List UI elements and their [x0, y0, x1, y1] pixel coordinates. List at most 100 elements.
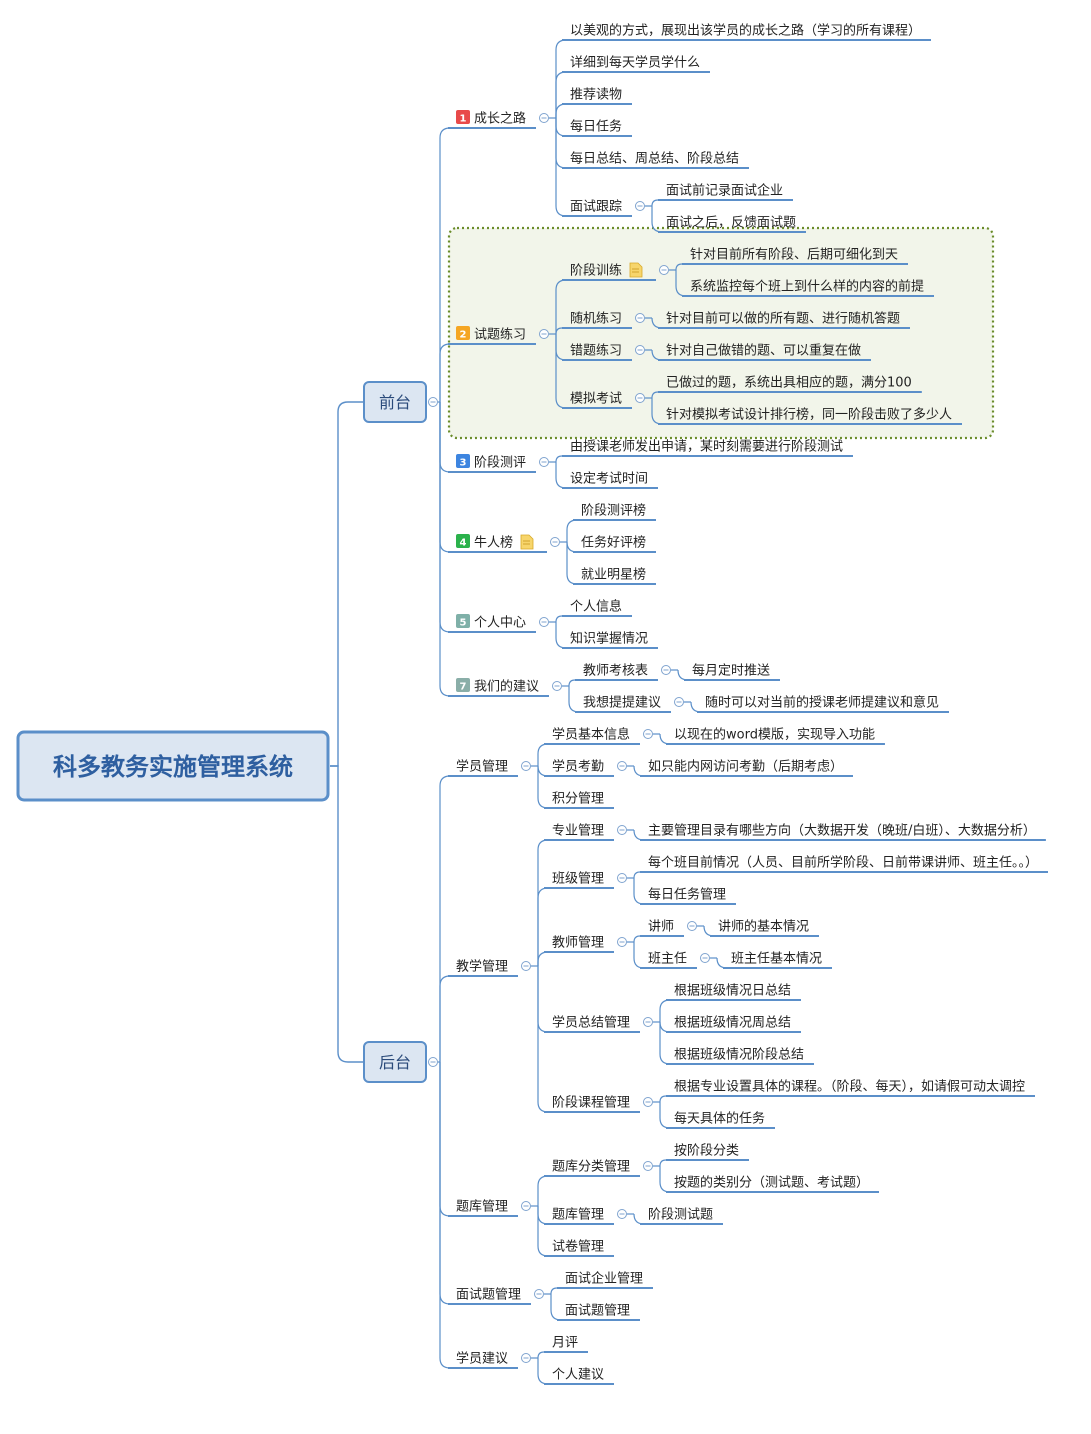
topic-讲师的基本情况[interactable]: 讲师的基本情况	[710, 919, 820, 937]
topic-由授课老师发出申请，某时刻需要进行阶段测试[interactable]: 由授课老师发出申请，某时刻需要进行阶段测试	[562, 439, 854, 457]
topic-针对目前可以做的所有题、进行随机答题[interactable]: 针对目前可以做的所有题、进行随机答题	[658, 311, 911, 329]
topic-题库管理[interactable]: 题库管理	[544, 1207, 615, 1225]
topic-系统监控每个班上到什么样的内容的前提[interactable]: 系统监控每个班上到什么样的内容的前提	[682, 279, 935, 297]
node-collapse-icon[interactable]	[521, 761, 532, 771]
node-collapse-icon[interactable]	[661, 665, 672, 675]
topic-设定考试时间[interactable]: 设定考试时间	[562, 472, 659, 489]
node-collapse-icon[interactable]	[617, 873, 628, 883]
topic-教师考核表[interactable]: 教师考核表	[575, 663, 659, 681]
node-collapse-icon[interactable]	[539, 329, 550, 339]
topic-随机练习[interactable]: 随机练习	[562, 312, 633, 329]
node-collapse-icon[interactable]	[635, 393, 646, 403]
node-collapse-icon[interactable]	[643, 729, 654, 739]
branch-collapse-icon[interactable]	[428, 397, 438, 407]
topic-专业管理[interactable]: 专业管理	[544, 824, 615, 841]
topic-每日总结、周总结、阶段总结[interactable]: 每日总结、周总结、阶段总结	[562, 151, 750, 169]
topic-学员基本信息[interactable]: 学员基本信息	[544, 727, 641, 745]
topic-如只能内网访问考勤（后期考虑）[interactable]: 如只能内网访问考勤（后期考虑）	[640, 759, 854, 777]
node-collapse-icon[interactable]	[643, 1017, 654, 1027]
node-collapse-icon[interactable]	[521, 961, 532, 971]
topic-根据专业设置具体的课程。（阶段、每天），如请假可动太调控[interactable]: 根据专业设置具体的课程。（阶段、每天），如请假可动太调控	[666, 1079, 1036, 1097]
topic-题库分类管理[interactable]: 题库分类管理	[544, 1159, 641, 1177]
node-collapse-icon[interactable]	[643, 1161, 654, 1171]
topic-针对目前所有阶段、后期可细化到天[interactable]: 针对目前所有阶段、后期可细化到天	[682, 247, 909, 265]
node-collapse-icon[interactable]	[687, 921, 698, 931]
topic-根据班级情况阶段总结[interactable]: 根据班级情况阶段总结	[666, 1048, 815, 1065]
topic-就业明星榜[interactable]: 就业明星榜	[573, 567, 657, 585]
topic-根据班级情况日总结[interactable]: 根据班级情况日总结	[666, 984, 802, 1001]
topic-推荐读物[interactable]: 推荐读物	[562, 88, 633, 105]
node-collapse-icon[interactable]	[521, 1353, 532, 1363]
topic-错题练习[interactable]: 错题练习	[562, 344, 633, 361]
topic-教师管理[interactable]: 教师管理	[544, 935, 615, 953]
topic-模拟考试[interactable]: 模拟考试	[562, 392, 633, 409]
topic-面试前记录面试企业[interactable]: 面试前记录面试企业	[658, 183, 794, 201]
topic-阶段测试题[interactable]: 阶段测试题	[640, 1208, 724, 1225]
topic-详细到每天学员学什么[interactable]: 详细到每天学员学什么	[562, 55, 711, 73]
topic-教学管理[interactable]: 教学管理	[448, 959, 519, 977]
topic-note-icon[interactable]	[520, 534, 534, 550]
node-collapse-icon[interactable]	[617, 761, 628, 771]
topic-以现在的word模版，实现导入功能[interactable]: 以现在的word模版，实现导入功能	[666, 727, 885, 745]
topic-以美观的方式，展现出该学员的成长之路（学习的所有课程）[interactable]: 以美观的方式，展现出该学员的成长之路（学习的所有课程）	[562, 23, 932, 41]
topic-面试之后，反馈面试题[interactable]: 面试之后，反馈面试题	[658, 216, 807, 233]
topic-面试跟踪[interactable]: 面试跟踪	[562, 200, 633, 217]
topic-我想提提建议[interactable]: 我想提提建议	[575, 695, 672, 713]
topic-根据班级情况周总结[interactable]: 根据班级情况周总结	[666, 1016, 802, 1033]
topic-学员管理[interactable]: 学员管理	[448, 759, 519, 777]
topic-知识掌握情况[interactable]: 知识掌握情况	[562, 631, 659, 649]
topic-阶段训练[interactable]: 阶段训练	[562, 264, 657, 281]
topic-学员考勤[interactable]: 学员考勤	[544, 759, 615, 777]
topic-随时可以对当前的授课老师提建议和意见[interactable]: 随时可以对当前的授课老师提建议和意见	[697, 695, 950, 713]
topic-试卷管理[interactable]: 试卷管理	[544, 1239, 615, 1257]
topic-学员总结管理[interactable]: 学员总结管理	[544, 1015, 641, 1033]
node-collapse-icon[interactable]	[521, 1201, 532, 1211]
node-collapse-icon[interactable]	[617, 825, 628, 835]
topic-主要管理目录有哪些方向（大数据开发（晚班/白班）、大数据分析）[interactable]: 主要管理目录有哪些方向（大数据开发（晚班/白班）、大数据分析）	[640, 823, 1046, 841]
topic-面试题管理[interactable]: 面试题管理	[557, 1304, 641, 1321]
node-collapse-icon[interactable]	[617, 937, 628, 947]
node-collapse-icon[interactable]	[539, 113, 550, 123]
node-collapse-icon[interactable]	[700, 953, 711, 963]
node-collapse-icon[interactable]	[539, 617, 550, 627]
node-collapse-icon[interactable]	[617, 1209, 628, 1219]
topic-每个班目前情况（人员、目前所学阶段、日前带课讲师、班主任。。）[interactable]: 每个班目前情况（人员、目前所学阶段、日前带课讲师、班主任。。）	[640, 855, 1049, 873]
topic-任务好评榜[interactable]: 任务好评榜	[573, 535, 657, 553]
central-topic[interactable]: 科多教务实施管理系统	[16, 730, 330, 802]
topic-阶段课程管理[interactable]: 阶段课程管理	[544, 1096, 641, 1113]
node-collapse-icon[interactable]	[659, 265, 670, 275]
topic-note-icon[interactable]	[629, 262, 643, 278]
topic-班主任[interactable]: 班主任	[640, 952, 698, 969]
branch-后台[interactable]: 后台	[363, 1041, 427, 1083]
node-collapse-icon[interactable]	[635, 345, 646, 355]
node-collapse-icon[interactable]	[635, 201, 646, 211]
topic-面试企业管理[interactable]: 面试企业管理	[557, 1271, 654, 1289]
node-collapse-icon[interactable]	[534, 1289, 545, 1299]
node-collapse-icon[interactable]	[635, 313, 646, 323]
topic-已做过的题，系统出具相应的题，满分100[interactable]: 已做过的题，系统出具相应的题，满分100	[658, 375, 922, 393]
topic-每日任务[interactable]: 每日任务	[562, 119, 633, 137]
branch-前台[interactable]: 前台	[363, 381, 427, 423]
branch-collapse-icon[interactable]	[428, 1057, 438, 1067]
topic-按阶段分类[interactable]: 按阶段分类	[666, 1144, 750, 1161]
topic-阶段测评榜[interactable]: 阶段测评榜	[573, 503, 657, 521]
node-collapse-icon[interactable]	[674, 697, 685, 707]
topic-班级管理[interactable]: 班级管理	[544, 872, 615, 889]
topic-每月定时推送[interactable]: 每月定时推送	[684, 663, 781, 681]
node-collapse-icon[interactable]	[643, 1097, 654, 1107]
node-collapse-icon[interactable]	[552, 681, 563, 691]
topic-针对自己做错的题、可以重复在做[interactable]: 针对自己做错的题、可以重复在做	[658, 343, 872, 361]
topic-班主任基本情况[interactable]: 班主任基本情况	[723, 952, 833, 969]
topic-每日任务管理[interactable]: 每日任务管理	[640, 887, 737, 905]
topic-讲师[interactable]: 讲师	[640, 920, 685, 937]
topic-针对模拟考试设计排行榜，同一阶段击败了多少人[interactable]: 针对模拟考试设计排行榜，同一阶段击败了多少人	[658, 407, 963, 425]
topic-按题的类别分（测试题、考试题）[interactable]: 按题的类别分（测试题、考试题）	[666, 1175, 880, 1193]
topic-学员建议[interactable]: 学员建议	[448, 1351, 519, 1369]
node-collapse-icon[interactable]	[550, 537, 561, 547]
